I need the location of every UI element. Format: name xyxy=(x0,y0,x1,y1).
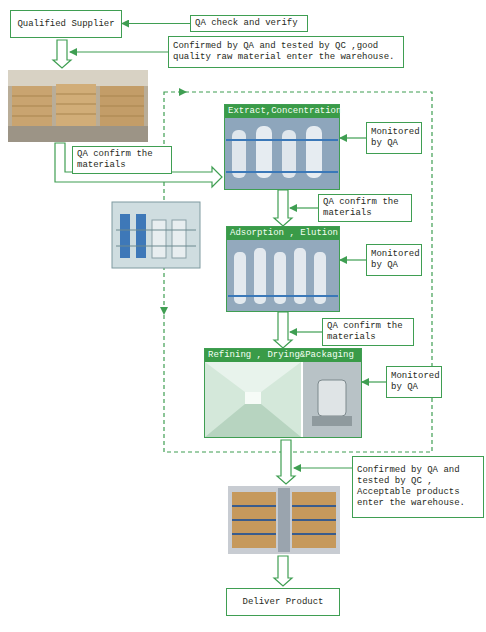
pointer-arrow xyxy=(70,51,168,52)
box-label: QA confirm the materials xyxy=(77,149,167,171)
flow-arrow xyxy=(277,440,295,484)
box-label: Deliver Product xyxy=(231,597,335,608)
flow-arrow xyxy=(274,190,292,226)
pointer-arrow xyxy=(122,23,190,24)
box-label: Monitored by QA xyxy=(371,127,417,149)
pointer-arrow xyxy=(340,259,366,260)
box-label: QA confirm the materials xyxy=(323,197,407,219)
note-box: Confirmed by QA and tested by QC ,good q… xyxy=(168,36,404,68)
water-treatment-photo xyxy=(112,202,200,268)
box-label: Confirmed by QA and tested by QC ,good q… xyxy=(173,41,399,63)
note-box: Monitored by QA xyxy=(366,244,422,276)
product-warehouse-photo xyxy=(228,486,340,554)
flow-arrow xyxy=(55,143,222,187)
process-heading: Refining , Drying&Packaging xyxy=(205,349,361,362)
warehouse-photo xyxy=(8,70,148,142)
refining-photo xyxy=(205,362,361,437)
box-label: Monitored by QA xyxy=(391,371,437,393)
process-box: Adsorption , Elution xyxy=(226,226,340,312)
note-box: Qualified Supplier xyxy=(10,10,122,38)
pointer-arrow xyxy=(340,137,366,138)
flow-arrow xyxy=(274,556,292,586)
box-label: Monitored by QA xyxy=(371,249,417,271)
note-box: QA confirm the materials xyxy=(318,194,412,222)
process-box: Extract,Concentration xyxy=(224,104,340,190)
flow-arrow xyxy=(53,40,71,68)
note-box: Monitored by QA xyxy=(386,366,442,398)
note-box: QA confirm the materials xyxy=(322,318,414,346)
flow-arrow xyxy=(274,312,292,348)
note-box: Monitored by QA xyxy=(366,122,422,154)
process-box: Refining , Drying&Packaging xyxy=(204,348,362,438)
loop-arrow xyxy=(164,300,165,314)
pointer-arrow xyxy=(290,207,318,208)
pointer-arrow xyxy=(294,467,352,468)
box-label: Confirmed by QA and tested by QC , Accep… xyxy=(357,465,479,509)
note-box: QA check and verify xyxy=(190,15,308,32)
note-box: QA confirm the materials xyxy=(72,146,172,174)
loop-arrow xyxy=(172,92,186,93)
note-box: Deliver Product xyxy=(226,588,340,616)
pointer-arrow xyxy=(362,381,386,382)
box-label: QA confirm the materials xyxy=(327,321,409,343)
note-box: Confirmed by QA and tested by QC , Accep… xyxy=(352,456,484,518)
adsorption-photo xyxy=(227,240,339,311)
process-heading: Extract,Concentration xyxy=(225,105,339,118)
box-label: Qualified Supplier xyxy=(15,19,117,30)
dashed-loop xyxy=(164,92,432,452)
box-label: QA check and verify xyxy=(195,18,303,29)
extract-photo xyxy=(225,118,339,189)
pointer-arrow xyxy=(290,331,322,332)
process-heading: Adsorption , Elution xyxy=(227,227,339,240)
